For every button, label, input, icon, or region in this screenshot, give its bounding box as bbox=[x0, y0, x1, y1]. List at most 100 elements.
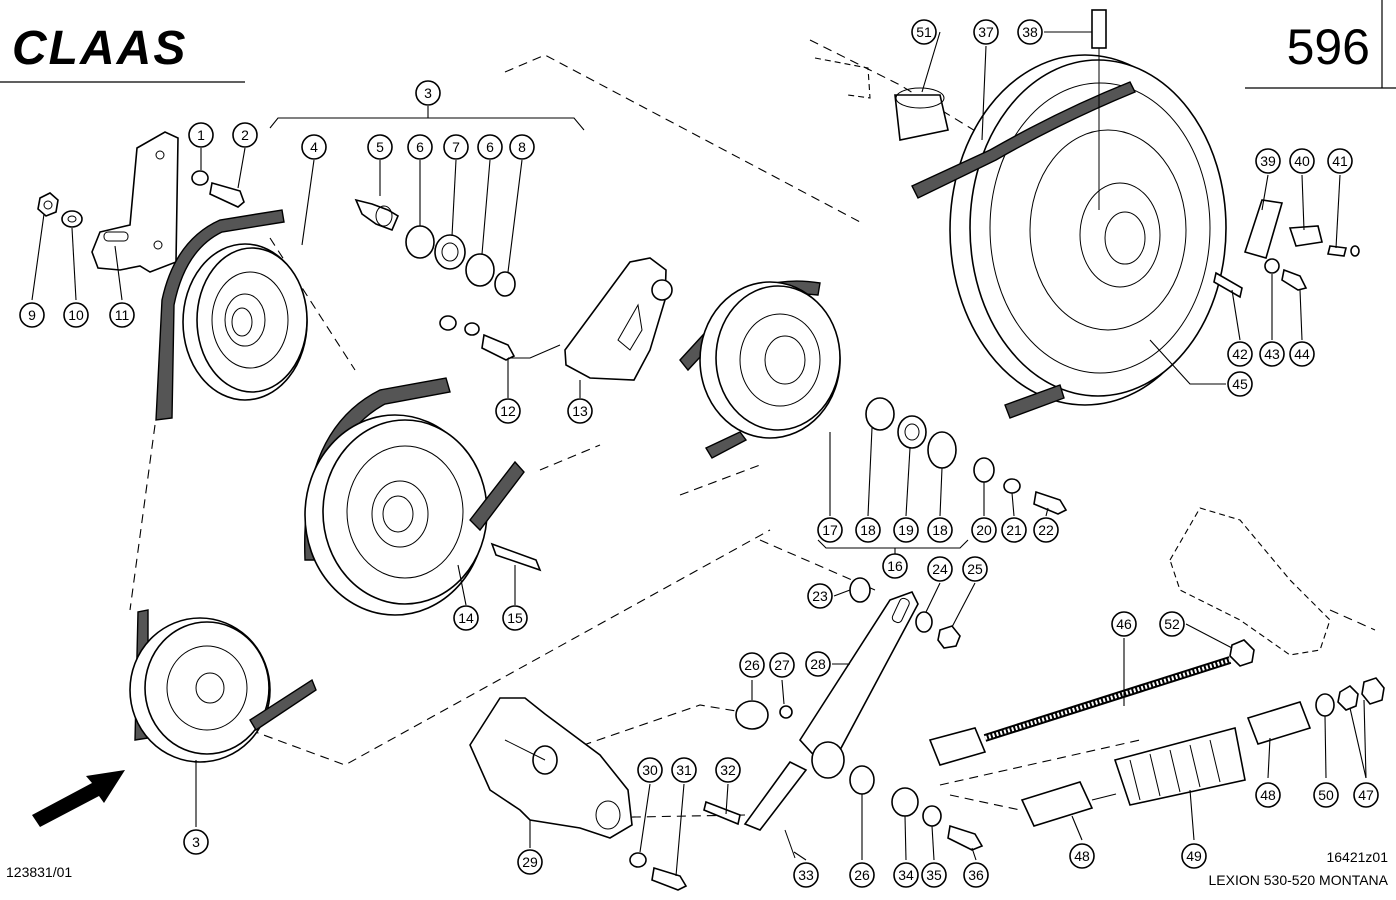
svg-text:41: 41 bbox=[1332, 153, 1348, 169]
callout-22: 22 bbox=[1033, 517, 1059, 543]
callout-45: 45 bbox=[1227, 371, 1253, 397]
plate-39 bbox=[1243, 199, 1284, 259]
svg-text:15: 15 bbox=[507, 610, 523, 626]
spacer-20 bbox=[973, 457, 995, 483]
svg-text:23: 23 bbox=[812, 588, 828, 604]
svg-text:2: 2 bbox=[241, 127, 249, 143]
callout-29: 29 bbox=[517, 849, 543, 875]
group-bracket-3 bbox=[269, 117, 585, 131]
svg-text:33: 33 bbox=[798, 867, 814, 883]
callout-12: 12 bbox=[495, 398, 521, 424]
svg-text:45: 45 bbox=[1232, 376, 1248, 392]
callout-9: 9 bbox=[19, 302, 45, 328]
bolt-22 bbox=[1033, 490, 1068, 515]
bearing-7 bbox=[434, 234, 466, 270]
svg-text:3: 3 bbox=[192, 834, 200, 850]
callout-18-b: 18 bbox=[927, 517, 953, 543]
callout-3-top: 3 bbox=[415, 80, 441, 106]
nut-52 bbox=[1229, 639, 1255, 667]
washer-24 bbox=[915, 611, 933, 633]
key-42 bbox=[1213, 271, 1243, 299]
v-belt-left bbox=[155, 209, 285, 421]
callout-32: 32 bbox=[715, 757, 741, 783]
callout-44: 44 bbox=[1289, 341, 1315, 367]
tensioner-bracket-13 bbox=[564, 257, 673, 381]
svg-text:30: 30 bbox=[642, 762, 658, 778]
washer-43 bbox=[1264, 258, 1280, 274]
svg-text:27: 27 bbox=[774, 657, 790, 673]
nut-25 bbox=[937, 625, 961, 649]
callout-39: 39 bbox=[1255, 148, 1281, 174]
svg-text:52: 52 bbox=[1164, 616, 1180, 632]
callout-20: 20 bbox=[971, 517, 997, 543]
drawing-id: 123831/01 bbox=[6, 864, 72, 880]
svg-text:44: 44 bbox=[1294, 346, 1310, 362]
callout-16: 16 bbox=[882, 553, 908, 579]
bolt-12 bbox=[481, 333, 516, 361]
pulley-14 bbox=[304, 377, 525, 616]
brand-logo: CLAAS bbox=[12, 22, 187, 75]
svg-text:26: 26 bbox=[854, 867, 870, 883]
svg-text:16: 16 bbox=[887, 558, 903, 574]
svg-text:21: 21 bbox=[1006, 522, 1022, 538]
key-15 bbox=[490, 542, 542, 572]
bolt-44 bbox=[1281, 268, 1308, 291]
frame-outline bbox=[1169, 507, 1331, 656]
svg-text:8: 8 bbox=[518, 139, 526, 155]
bushing-26-lower bbox=[849, 765, 875, 795]
lever-28 bbox=[743, 591, 919, 831]
callout-5: 5 bbox=[367, 134, 393, 160]
svg-text:40: 40 bbox=[1294, 153, 1310, 169]
callout-38: 38 bbox=[1017, 19, 1043, 45]
pulley-4 bbox=[182, 243, 308, 401]
model-name: LEXION 530-520 MONTANA bbox=[1209, 872, 1389, 888]
washer-30 bbox=[629, 852, 647, 868]
circlip-18-left bbox=[865, 397, 895, 431]
ring-8 bbox=[494, 271, 516, 297]
svg-text:48: 48 bbox=[1074, 848, 1090, 864]
washer-12a bbox=[439, 315, 457, 331]
callout-37: 37 bbox=[973, 19, 999, 45]
washer-23 bbox=[849, 577, 871, 603]
nut-47a bbox=[1337, 684, 1359, 711]
washer-10 bbox=[61, 210, 83, 228]
svg-text:19: 19 bbox=[898, 522, 914, 538]
callout-18-a: 18 bbox=[855, 517, 881, 543]
spring-49 bbox=[1113, 727, 1246, 806]
svg-text:43: 43 bbox=[1264, 346, 1280, 362]
svg-text:4: 4 bbox=[310, 139, 318, 155]
svg-text:20: 20 bbox=[976, 522, 992, 538]
callout-24: 24 bbox=[927, 556, 953, 582]
callout-10: 10 bbox=[63, 302, 89, 328]
callout-42: 42 bbox=[1227, 341, 1253, 367]
callout-40: 40 bbox=[1289, 148, 1315, 174]
callout-14: 14 bbox=[453, 605, 479, 631]
spring-cap-48-left bbox=[1020, 781, 1094, 827]
stud-5 bbox=[354, 198, 400, 232]
callout-47: 47 bbox=[1353, 782, 1379, 808]
callout-43: 43 bbox=[1259, 341, 1285, 367]
svg-text:9: 9 bbox=[28, 307, 36, 323]
callout-46: 46 bbox=[1111, 611, 1137, 637]
washer-35 bbox=[922, 805, 942, 827]
svg-text:26: 26 bbox=[744, 657, 760, 673]
fitting-40 bbox=[1288, 225, 1323, 247]
svg-text:12: 12 bbox=[500, 403, 516, 419]
threaded-rod-46 bbox=[928, 656, 1232, 766]
svg-text:18: 18 bbox=[860, 522, 876, 538]
callout-group: 1 2 3 4 5 6 7 6 8 9 10 11 12 13 14 15 16… bbox=[19, 19, 1379, 888]
circlip-18-right bbox=[927, 431, 957, 469]
svg-text:18: 18 bbox=[932, 522, 948, 538]
callout-13: 13 bbox=[567, 398, 593, 424]
svg-text:36: 36 bbox=[968, 867, 984, 883]
leader-lines bbox=[31, 31, 1367, 877]
revision-code: 16421z01 bbox=[1326, 849, 1388, 865]
washer-50 bbox=[1315, 693, 1335, 717]
svg-text:10: 10 bbox=[68, 307, 84, 323]
callout-34: 34 bbox=[893, 862, 919, 888]
bracket-29 bbox=[469, 697, 633, 839]
callout-50: 50 bbox=[1313, 782, 1339, 808]
mounting-bracket-11 bbox=[91, 131, 179, 273]
svg-text:39: 39 bbox=[1260, 153, 1276, 169]
